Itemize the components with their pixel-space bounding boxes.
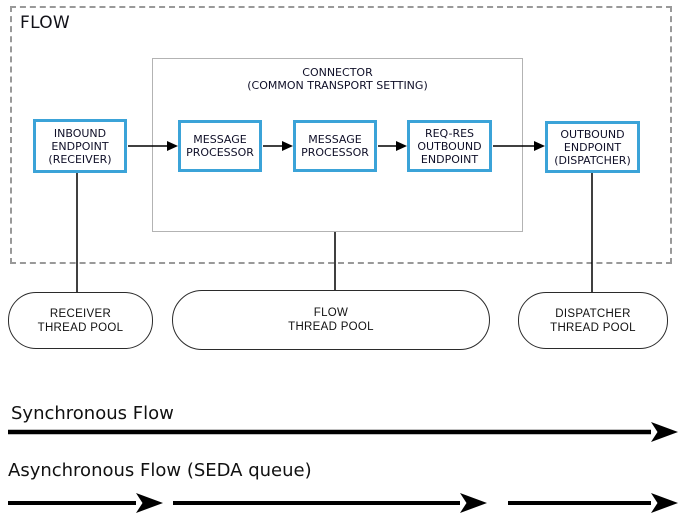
receiver-thread-pool: RECEIVER THREAD POOL	[8, 292, 153, 349]
flow-thread-pool: FLOW THREAD POOL	[172, 290, 490, 350]
synchronous-flow-label: Synchronous Flow	[11, 403, 174, 424]
flow-container-box: FLOW	[10, 6, 672, 264]
connector-title: CONNECTOR (COMMON TRANSPORT SETTING)	[247, 66, 428, 92]
node-message-processor-1: MESSAGE PROCESSOR	[178, 120, 262, 172]
node-inbound-endpoint: INBOUND ENDPOINT (RECEIVER)	[33, 119, 127, 173]
connector-container-box: CONNECTOR (COMMON TRANSPORT SETTING)	[152, 58, 523, 232]
node-message-processor-2: MESSAGE PROCESSOR	[293, 120, 377, 172]
node-reqres-outbound-endpoint: REQ-RES OUTBOUND ENDPOINT	[407, 120, 492, 172]
node-outbound-endpoint: OUTBOUND ENDPOINT (DISPATCHER)	[545, 121, 640, 173]
flow-title: FLOW	[20, 13, 71, 33]
dispatcher-thread-pool: DISPATCHER THREAD POOL	[518, 292, 668, 349]
asynchronous-flow-label: Asynchronous Flow (SEDA queue)	[8, 460, 312, 481]
